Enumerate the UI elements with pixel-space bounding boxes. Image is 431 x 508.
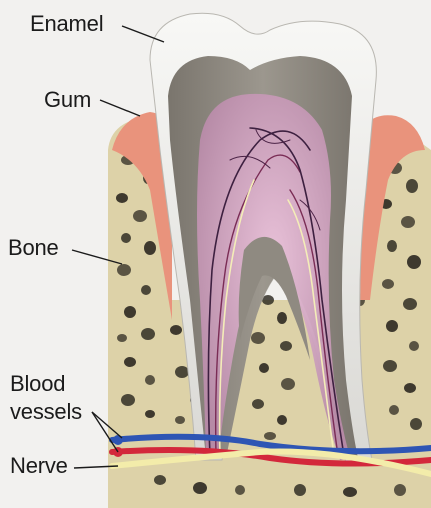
bone-pore: [141, 328, 155, 340]
bone-pore: [403, 298, 417, 310]
bone-pore: [133, 210, 147, 222]
bone-pore: [124, 306, 136, 318]
label-blood-vessels: Blood vessels: [10, 370, 82, 426]
bone-pore: [154, 475, 166, 485]
bone-pore: [124, 357, 136, 367]
bone-pore: [145, 375, 155, 385]
bone-pore: [409, 341, 419, 351]
bone-pore: [343, 487, 357, 497]
bone-pore: [281, 378, 295, 390]
bone-pore: [175, 416, 185, 424]
label-enamel: Enamel: [30, 11, 103, 37]
bone-pore: [401, 216, 415, 228]
bone-pore: [382, 279, 394, 289]
bone-pore: [116, 193, 128, 203]
label-nerve: Nerve: [10, 453, 68, 479]
bone-pore: [294, 484, 306, 496]
bone-pore: [383, 360, 397, 372]
bone-pore: [144, 241, 156, 255]
bone-pore: [193, 482, 207, 494]
bone-pore: [264, 432, 276, 440]
bone-pore: [235, 485, 245, 495]
bone-pore: [407, 255, 421, 269]
bone-pore: [406, 179, 418, 193]
bone-pore: [121, 233, 131, 243]
bone-pore: [252, 399, 264, 409]
bone-pore: [410, 418, 422, 430]
bone-pore: [394, 484, 406, 496]
bone-pore: [404, 383, 416, 393]
label-bone: Bone: [8, 235, 59, 261]
label-gum: Gum: [44, 87, 91, 113]
bone-pore: [145, 410, 155, 418]
bone-pore: [387, 240, 397, 252]
bone-pore: [280, 341, 292, 351]
bone-pore: [121, 394, 135, 406]
bone-pore: [117, 264, 131, 276]
bone-pore: [277, 415, 287, 425]
bone-pore: [175, 366, 189, 378]
bone-pore: [259, 363, 269, 373]
bone-pore: [117, 334, 127, 342]
bone-pore: [386, 320, 398, 332]
bone-pore: [170, 325, 182, 335]
bone-pore: [251, 332, 265, 344]
bone-pore: [277, 312, 287, 324]
bone-pore: [389, 405, 399, 415]
bone-pore: [141, 285, 151, 295]
